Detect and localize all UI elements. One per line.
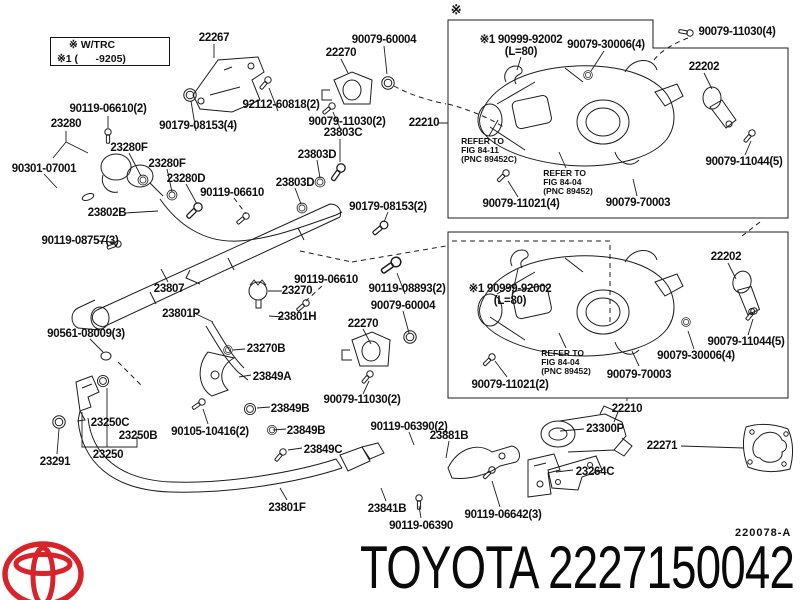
part-label: 90079-30006(4) (657, 350, 735, 362)
part-label: 23270B (246, 343, 286, 355)
part-label: 90119-06610(2) (69, 103, 147, 115)
part-label: 23280 (50, 118, 82, 130)
part-label: 23849C (303, 444, 343, 456)
part-label: 23300P (586, 423, 624, 435)
part-label: 90301-07001 (11, 163, 77, 175)
part-label: 23849B (270, 403, 310, 415)
part-label: 90119-06642(3) (464, 509, 542, 521)
part-label: ※ (450, 2, 462, 17)
trc-note-line1: ※ W/TRC (69, 39, 116, 51)
part-label: 23803D (275, 177, 315, 189)
part-label: 90119-08757(3) (41, 235, 119, 247)
part-label: 23849A (252, 371, 292, 383)
part-label: 22271 (646, 440, 678, 452)
part-label: 90119-06390 (389, 520, 453, 532)
part-label: 23280F (148, 158, 186, 170)
part-label: ※1 90999-92002(L=80) (479, 34, 563, 59)
part-label: 22202 (688, 61, 720, 73)
part-label: 23270 (281, 285, 313, 297)
part-label: 90179-08153(2) (349, 201, 427, 213)
part-label: 22270 (325, 47, 357, 59)
part-label: 23280D (166, 173, 206, 185)
part-label: 90079-11030(2) (323, 394, 401, 406)
part-label: 90079-11030(2) (308, 116, 386, 128)
part-label: 23801H (277, 311, 317, 323)
part-label: 90179-08153(4) (159, 120, 237, 132)
brand-text: TOYOTA (360, 534, 537, 600)
part-label: 90079-70003 (605, 197, 671, 209)
part-label: 22202 (710, 251, 742, 263)
part-label: 23250B (118, 430, 158, 442)
part-label: 22210 (408, 117, 440, 129)
part-label: 23801F (268, 502, 306, 514)
part-label: 23801P (162, 308, 200, 320)
part-label: 90079-11021(2) (471, 379, 549, 391)
part-label: 90079-60004 (351, 34, 417, 46)
trc-note-box: ※ W/TRC ※1 ( -9205) (50, 37, 170, 66)
part-label: 90079-30006(4) (567, 39, 645, 51)
part-label: 23280F (110, 142, 148, 154)
part-label: 22270 (347, 318, 379, 330)
part-label: 90119-08893(2) (368, 283, 446, 295)
part-label: 90079-11044(5) (707, 336, 785, 348)
part-label: 90079-11044(5) (705, 156, 783, 168)
part-label: 92112-60818(2) (242, 99, 320, 111)
part-label: 90119-06610 (200, 187, 264, 199)
part-label: 23803D (297, 149, 337, 161)
part-label: 23807 (153, 283, 185, 295)
part-label: 90561-08009(3) (47, 328, 125, 340)
trc-note-line2: ※1 ( -9205) (57, 52, 126, 65)
part-label: 22210 (611, 403, 643, 415)
part-label: 23802B (87, 207, 127, 219)
part-label: 23264C (575, 466, 615, 478)
part-label: 90079-70003 (606, 369, 672, 381)
part-label: 23841B (367, 503, 407, 515)
part-label: 23881B (429, 430, 469, 442)
part-label: 90079-60004 (370, 300, 436, 312)
toyota-logo-icon (2, 541, 84, 600)
part-label: 23803C (323, 127, 363, 139)
part-label: 22267 (198, 32, 230, 44)
part-label: 90079-11021(4) (482, 198, 560, 210)
part-label: 23250 (92, 449, 124, 461)
part-label: 90105-10416(2) (171, 426, 249, 438)
part-label: 23291 (39, 456, 71, 468)
part-label: 90079-11030(4) (698, 26, 776, 38)
part-label: ※1 90999-92002(L=80) (468, 283, 552, 308)
part-label: 23250C (90, 417, 130, 429)
diagram-code: 220078-A (735, 527, 792, 539)
catalog-part-number: 2227150042 (548, 534, 795, 600)
part-label: 90119-06610 (294, 274, 358, 286)
footer-title: TOYOTA 2227150042 (360, 538, 795, 598)
part-label: 23849B (286, 425, 326, 437)
part-label: 90119-06390(2) (370, 421, 448, 433)
